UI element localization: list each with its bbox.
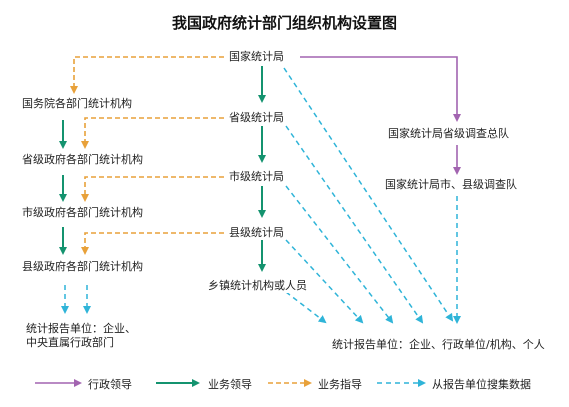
legend-lead-label: 业务领导 — [208, 378, 252, 391]
collect-nbs — [283, 67, 454, 322]
collect-city — [285, 185, 394, 324]
guide-city-to-city-depts — [81, 176, 224, 202]
node-survey-corps-city-county: 国家统计局市、县级调查队 — [383, 178, 519, 192]
diagram-title: 我国政府统计部门组织机构设置图 — [171, 14, 397, 32]
node-city-gov-depts: 市级政府各部门统计机构 — [20, 206, 145, 220]
business-guide-arrows — [70, 56, 224, 255]
node-county-bureau: 县级统计局 — [227, 226, 286, 240]
collect-county — [285, 239, 364, 324]
legend-admin-label: 行政领导 — [88, 378, 132, 391]
node-city-bureau: 市级统计局 — [227, 170, 286, 184]
node-province-gov-depts: 省级政府各部门统计机构 — [20, 153, 145, 167]
collect-arrows — [61, 67, 461, 324]
admin-arrows — [300, 56, 461, 175]
reporting-left-line2: 中央直属行政部门 — [26, 336, 114, 349]
node-survey-corps-province: 国家统计局省级调查总队 — [386, 127, 511, 141]
legend-guide-label: 业务指导 — [318, 378, 362, 391]
collect-province — [285, 125, 424, 324]
node-township: 乡镇统计机构或人员 — [206, 279, 309, 293]
collect-township — [285, 291, 327, 324]
reporting-left-line1: 统计报告单位：企业、 — [26, 322, 136, 335]
guide-nbs-to-state-depts — [70, 56, 224, 94]
legend-collect-label: 从报告单位搜集数据 — [432, 378, 531, 391]
admin-nbs-to-survey-province — [300, 56, 461, 122]
node-reporting-units-right: 统计报告单位：企业、行政单位/机构、个人 — [330, 338, 547, 352]
business-lead-arrows — [59, 66, 266, 272]
node-national-bureau: 国家统计局 — [227, 50, 286, 64]
node-state-council-depts: 国务院各部门统计机构 — [20, 97, 134, 111]
node-province-bureau: 省级统计局 — [227, 111, 286, 125]
node-reporting-units-left: 统计报告单位：企业、 中央直属行政部门 — [24, 322, 138, 350]
guide-province-to-province-depts — [81, 117, 224, 149]
guide-county-to-county-depts — [81, 232, 224, 255]
node-county-gov-depts: 县级政府各部门统计机构 — [20, 260, 145, 274]
